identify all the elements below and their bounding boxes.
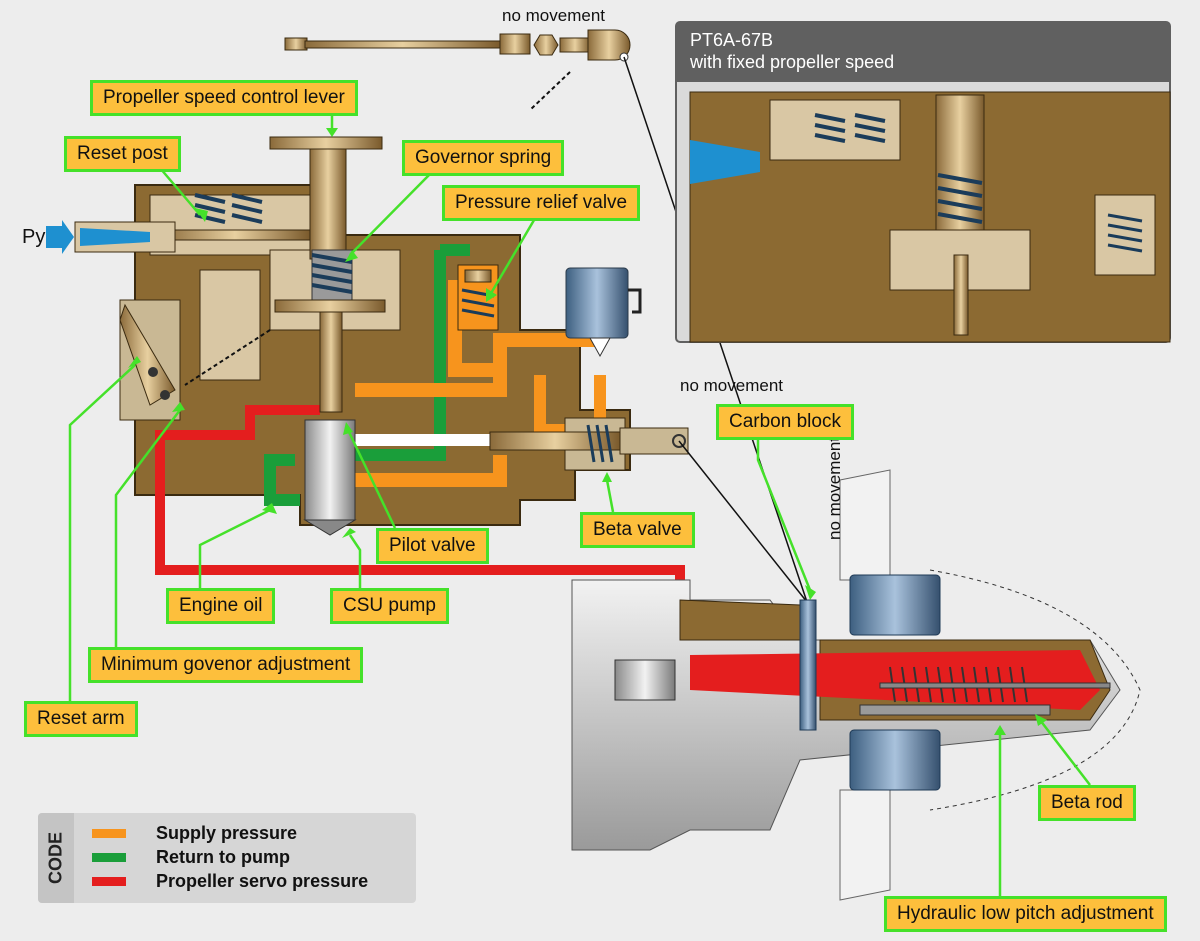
beta-valve-part	[489, 417, 689, 471]
callout-hydraulic-low-pitch-adjustment: Hydraulic low pitch adjustment	[884, 896, 1167, 932]
pilot-valve-body	[303, 419, 357, 536]
callout-leaders	[68, 113, 1091, 896]
control-rod	[284, 29, 631, 62]
inset-title-line2: with fixed propeller speed	[690, 52, 895, 72]
reset-arm-part	[119, 303, 176, 406]
py-label: Py	[22, 226, 46, 248]
governor-spring-assembly	[269, 136, 386, 413]
legend-title: CODE	[45, 831, 66, 885]
legend-label-return: Return to pump	[156, 847, 290, 867]
callout-csu-pump: CSU pump	[330, 588, 449, 624]
no-movement-top-note: no movement	[502, 6, 605, 25]
no-movement-beta-note: no movement	[680, 376, 783, 395]
callout-reset-arm: Reset arm	[24, 701, 138, 737]
callout-reset-post: Reset post	[64, 136, 181, 172]
py-inlet	[46, 220, 176, 254]
inset-panel	[675, 21, 1171, 343]
no-movement-carbon-note: no movement	[825, 437, 844, 540]
reset-springs	[194, 193, 263, 224]
legend-swatch-servo	[92, 877, 126, 886]
pressure-relief-valve-part	[457, 264, 499, 331]
callout-pressure-relief-valve: Pressure relief valve	[442, 185, 641, 221]
legend-label-supply: Supply pressure	[156, 823, 298, 843]
callout-propeller-speed-control-lever: Propeller speed control lever	[90, 80, 358, 116]
color-code-legend: CODE Supply pressure Return to pump Prop…	[38, 813, 416, 903]
callout-engine-oil: Engine oil	[166, 588, 276, 624]
inset-title-line1: PT6A-67B	[690, 30, 774, 50]
inset-title-bar: PT6A-67B with fixed propeller speed	[676, 22, 1170, 82]
callout-pilot-valve: Pilot valve	[376, 528, 489, 564]
callout-beta-valve: Beta valve	[580, 512, 695, 548]
legend-swatch-return	[92, 853, 126, 862]
callout-governor-spring: Governor spring	[402, 140, 565, 176]
callout-carbon-block: Carbon block	[716, 404, 854, 440]
legend-swatch-supply	[92, 829, 126, 838]
propeller-hub	[571, 469, 1141, 901]
callout-arrowheads	[128, 128, 1047, 735]
reset-lever	[159, 229, 311, 241]
callout-beta-rod: Beta rod	[1038, 785, 1136, 821]
legend-label-servo: Propeller servo pressure	[156, 871, 369, 891]
solenoid	[565, 267, 642, 358]
legend-tab: CODE	[38, 813, 74, 903]
callout-minimum-governor-adjustment: Minimum govenor adjustment	[88, 647, 364, 683]
